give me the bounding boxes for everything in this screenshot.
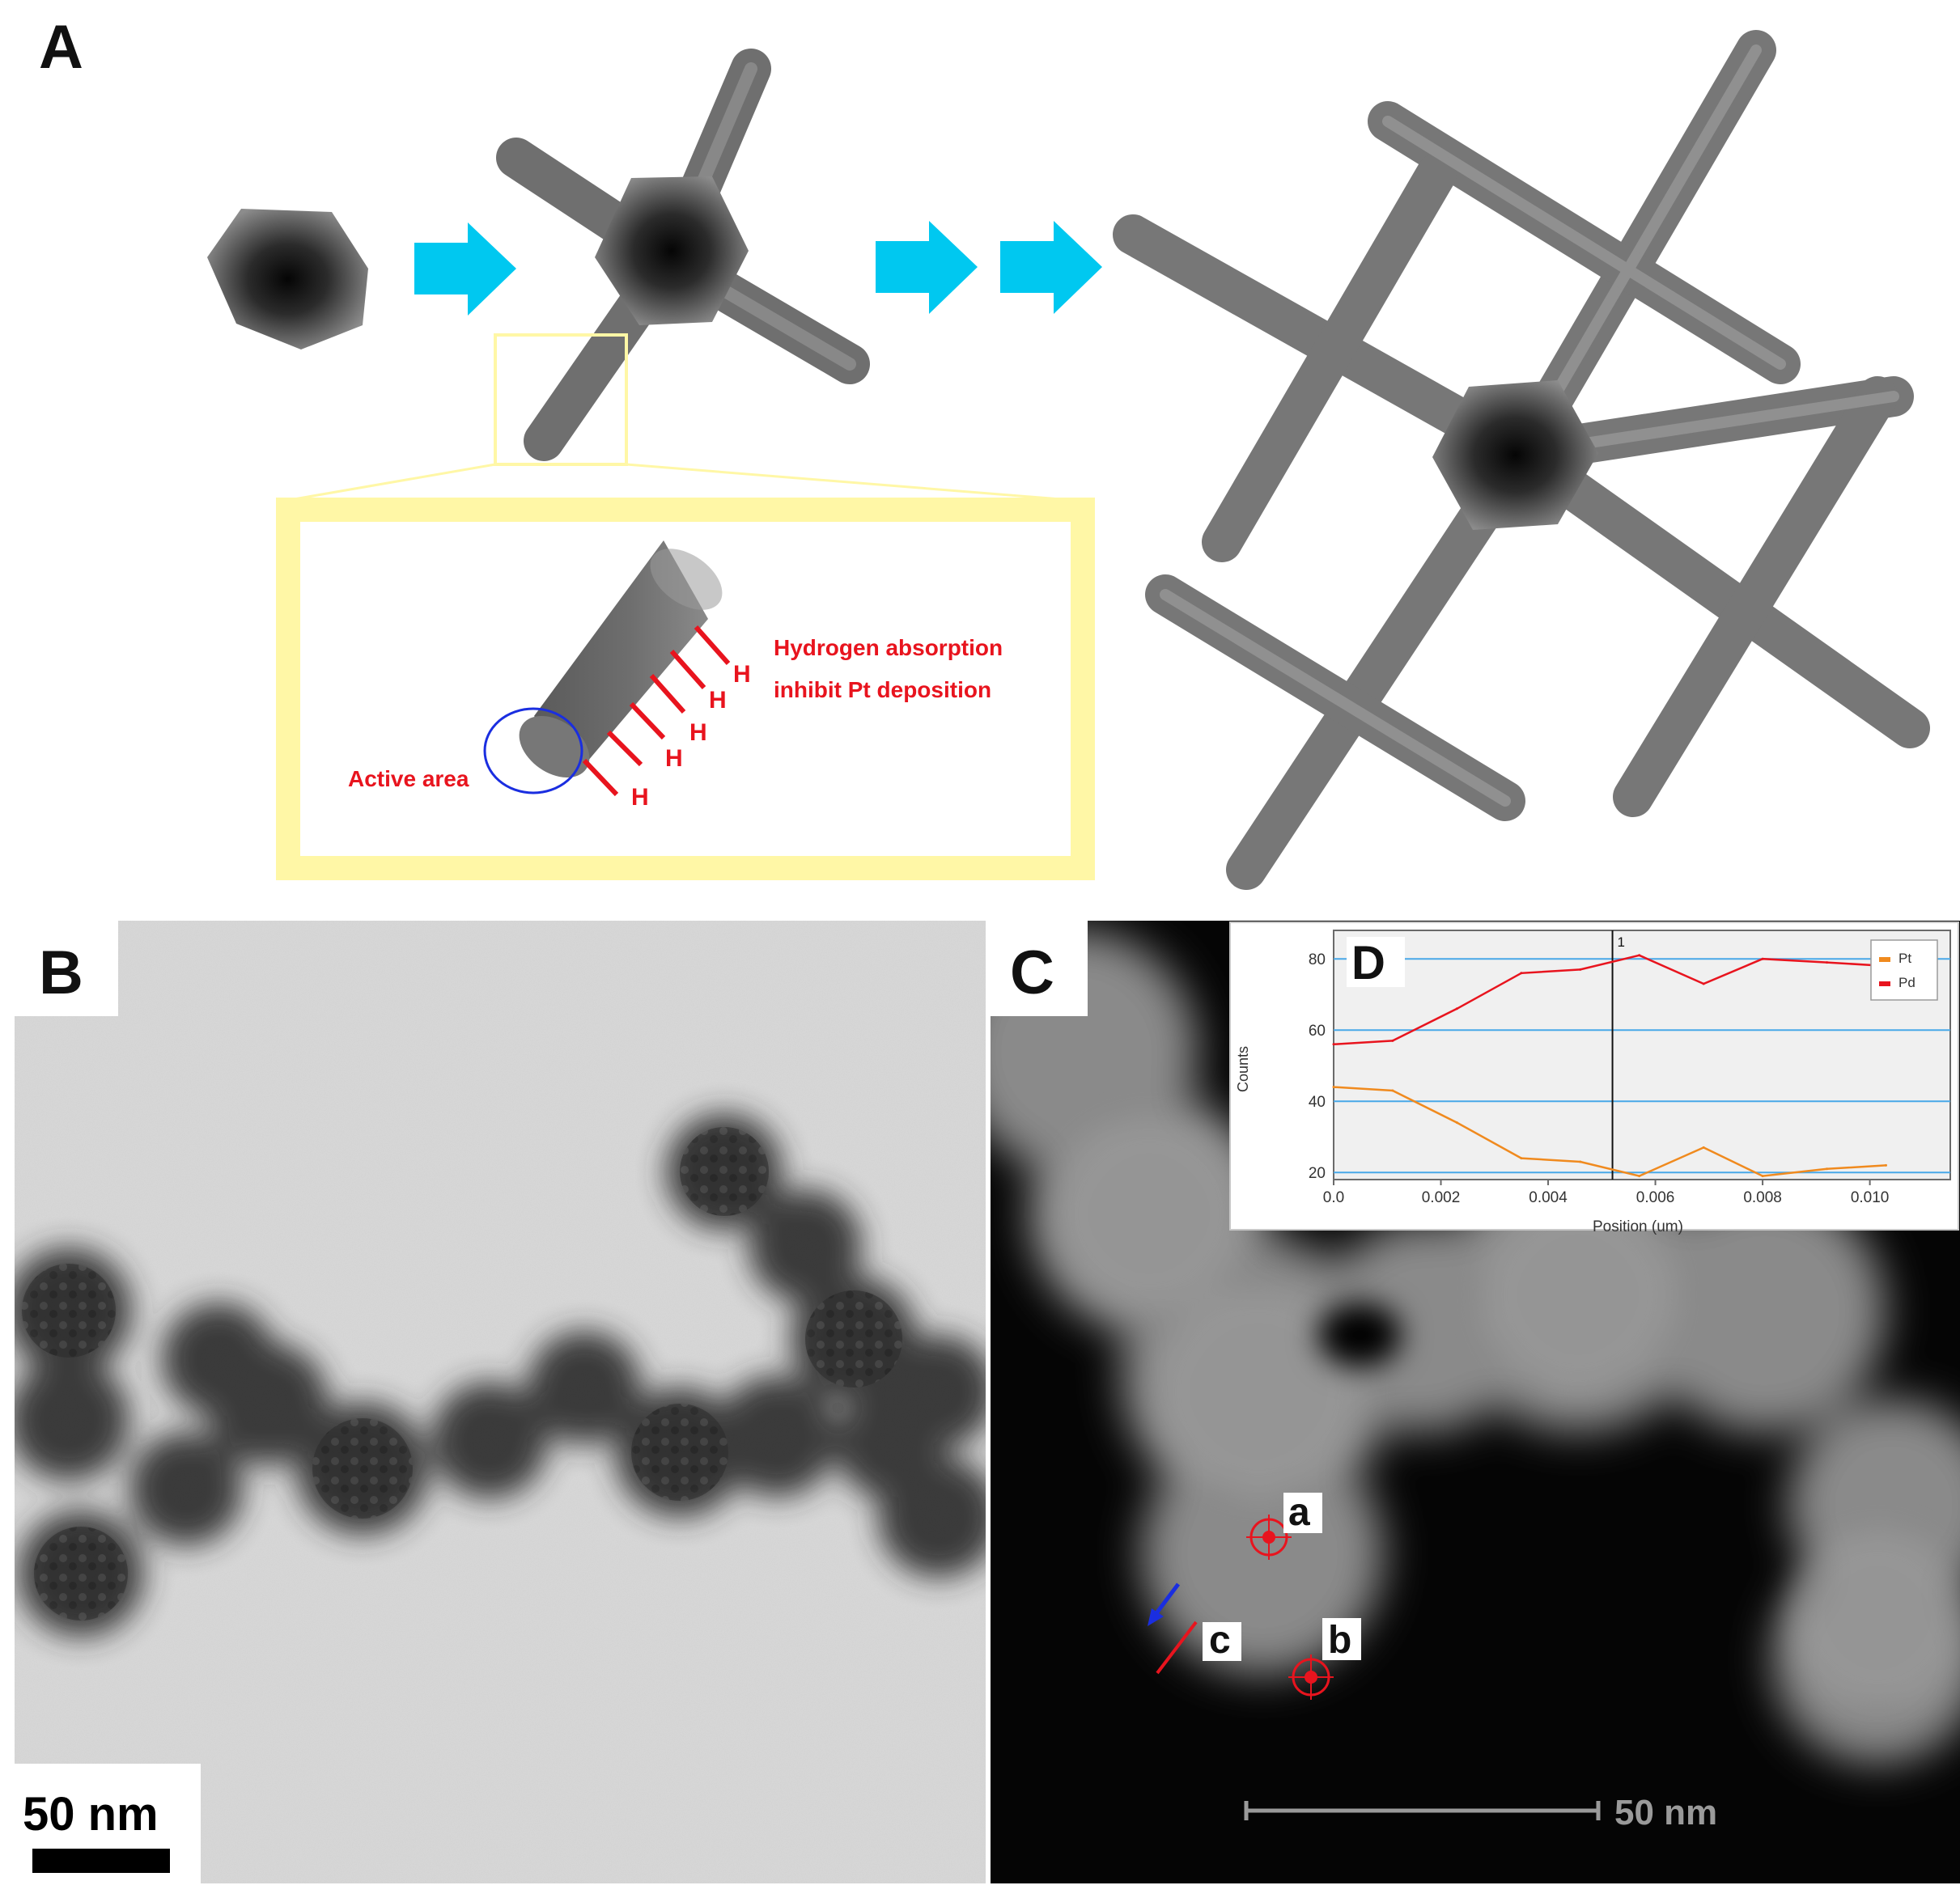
inset-nanorod — [519, 540, 723, 778]
growth-arrow-2 — [876, 221, 978, 314]
data-point-pt-8 — [1826, 1167, 1829, 1171]
line-c-label: c — [1209, 1619, 1231, 1662]
y-tick-60: 60 — [1309, 1023, 1326, 1040]
active-area-ring — [483, 707, 583, 794]
growth-arrow-3 — [1000, 221, 1102, 314]
data-point-pd-2 — [1455, 1007, 1458, 1010]
data-point-pd-8 — [1826, 961, 1829, 964]
point-b-label: b — [1328, 1619, 1351, 1662]
h-atom-4: H — [665, 745, 683, 772]
data-point-pt-5 — [1638, 1175, 1641, 1178]
data-point-pd-1 — [1391, 1039, 1394, 1042]
active-area-note: Active area — [348, 766, 469, 791]
panel-a-schematic: H H H H H Hydrogen absorption inhibit Pt… — [207, 30, 1930, 890]
hydrogen-bonds — [582, 625, 731, 797]
data-point-pd-3 — [1520, 972, 1523, 975]
legend-swatch-pd — [1879, 981, 1890, 986]
panel-b-scale-text: 50 nm — [23, 1788, 159, 1841]
line-scan-c — [1156, 1621, 1198, 1675]
panel-b-label: B — [39, 938, 83, 1007]
x-tick-0.002: 0.002 — [1422, 1189, 1461, 1206]
data-point-pt-7 — [1761, 1175, 1764, 1178]
hydrogen-atom-labels: H H H H H — [631, 661, 751, 811]
data-point-pt-3 — [1520, 1157, 1523, 1160]
panel-b-tem-image — [15, 921, 986, 1883]
cursor-line: 1 — [1611, 930, 1625, 1180]
grid-lines — [1334, 958, 1950, 1174]
stem-worm-texture — [1052, 1116, 1960, 1707]
legend-label-pt: Pt — [1898, 951, 1911, 966]
plot-area — [1333, 930, 1951, 1180]
dark-pore — [1317, 1303, 1402, 1367]
data-point-pt-4 — [1579, 1160, 1582, 1163]
data-point-pd-4 — [1579, 968, 1582, 971]
legend-swatch-pt — [1879, 957, 1890, 962]
scan-direction-arrow — [1152, 1582, 1180, 1618]
legend-box — [1870, 939, 1938, 1001]
tetrapod-intermediate — [496, 49, 870, 461]
x-tick-0.008: 0.008 — [1743, 1189, 1782, 1206]
nanodendrite-texture — [22, 1127, 902, 1621]
data-point-pt-1 — [1391, 1089, 1394, 1092]
data-point-pt-6 — [1702, 1146, 1705, 1149]
x-axis-title: Position (um) — [1593, 1218, 1683, 1235]
y-axis-title: Counts — [1235, 1046, 1251, 1092]
panel-b-scale-bar — [32, 1849, 170, 1873]
data-point-pd-0 — [1332, 1043, 1335, 1046]
h-atom-5: H — [631, 784, 649, 811]
data-point-pt-0 — [1332, 1086, 1335, 1089]
x-tick-0.010: 0.010 — [1851, 1189, 1890, 1206]
h-atom-3: H — [689, 719, 707, 746]
y-tick-20: 20 — [1309, 1165, 1326, 1182]
data-point-pt-9 — [1884, 1163, 1887, 1167]
panel-d-label: D — [1351, 937, 1385, 989]
x-tick-0.006: 0.006 — [1636, 1189, 1675, 1206]
x-tick-0.004: 0.004 — [1529, 1189, 1568, 1206]
y-tick-80: 80 — [1309, 951, 1326, 968]
y-tick-40: 40 — [1309, 1094, 1326, 1111]
x-tick-labels: 0.0 0.002 0.004 0.006 0.008 0.010 — [1323, 1180, 1890, 1206]
panel-a-label: A — [39, 13, 83, 82]
h-atom-1: H — [733, 661, 751, 688]
hydrogen-absorption-note: Hydrogen absorption — [774, 635, 1003, 660]
point-a-label: a — [1288, 1491, 1310, 1534]
cursor-label: 1 — [1618, 934, 1625, 950]
branched-core — [1432, 380, 1598, 530]
inhibit-deposition-note: inhibit Pt deposition — [774, 677, 991, 702]
data-point-pt-2 — [1455, 1121, 1458, 1125]
x-tick-0.0: 0.0 — [1323, 1189, 1344, 1206]
series-line-pt — [1333, 1086, 1886, 1177]
panel-c-scale-text: 50 nm — [1614, 1793, 1717, 1832]
seed-nanoparticle — [207, 209, 368, 350]
series-line-pd — [1333, 954, 1886, 1046]
panel-c-label: C — [1010, 938, 1054, 1007]
data-point-pd-7 — [1761, 957, 1764, 960]
growth-arrow-1 — [414, 222, 516, 316]
data-point-pd-6 — [1702, 982, 1705, 985]
zoom-region-box — [494, 333, 628, 466]
data-point-pd-5 — [1638, 954, 1641, 957]
y-tick-labels: 20 40 60 80 — [1309, 951, 1326, 1182]
h-atom-2: H — [709, 687, 727, 714]
legend-label-pd: Pd — [1898, 975, 1915, 990]
